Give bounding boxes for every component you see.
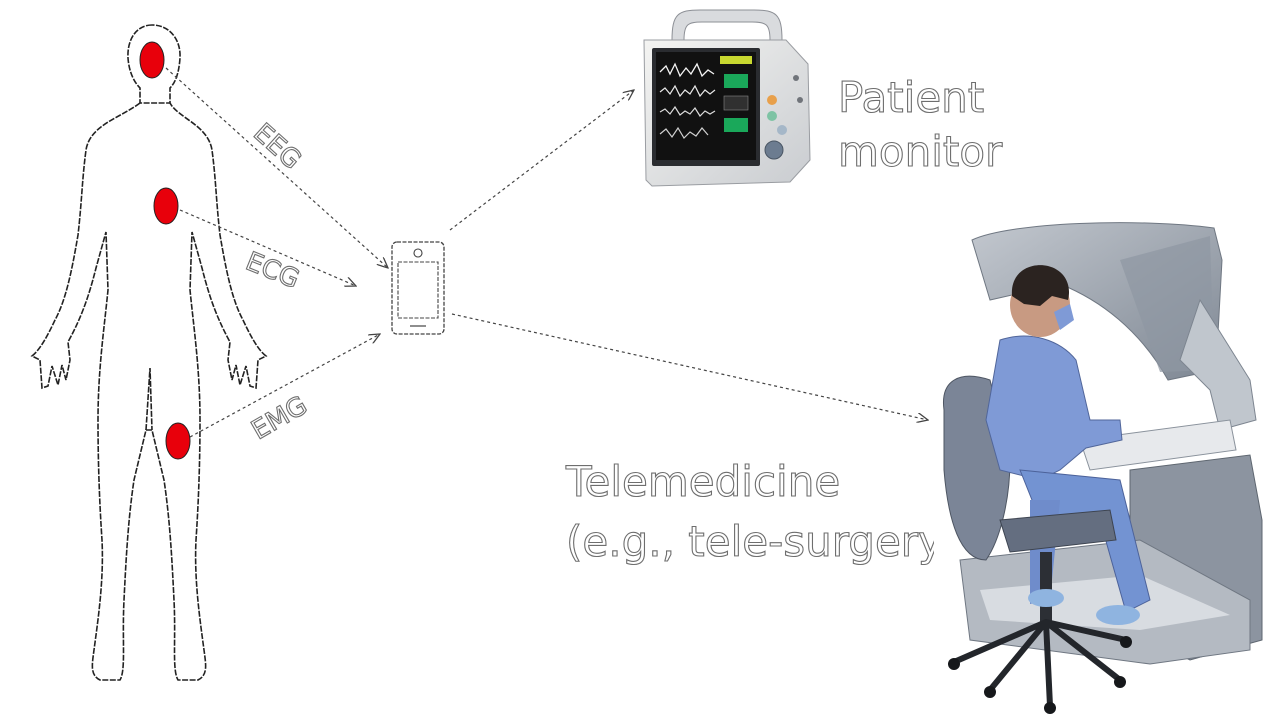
patient-monitor-label-line1: Patient — [838, 73, 984, 122]
emg-arrow — [189, 334, 380, 438]
telemedicine-label-line1: Telemedicine — [565, 457, 840, 506]
sensor-arrows — [165, 67, 388, 438]
ecg-label: ECG — [241, 247, 303, 295]
smartphone-icon — [391, 241, 445, 335]
telemedicine-arrow — [451, 313, 928, 420]
sensor-markers — [139, 41, 191, 460]
monitor-arrow — [449, 90, 634, 231]
eeg-sensor — [139, 41, 165, 79]
telemedicine-label-line2: (e.g., tele-surgery) — [566, 517, 959, 566]
ecg-arrow — [179, 209, 356, 286]
patient-monitor-image — [643, 9, 811, 187]
emg-sensor — [165, 422, 191, 460]
emg-label: EMG — [247, 391, 313, 446]
eeg-label: EEG — [247, 118, 306, 176]
eeg-arrow — [165, 67, 388, 268]
human-body-outline — [30, 24, 268, 681]
patient-monitor-label-line2: monitor — [838, 127, 1003, 176]
ecg-sensor — [153, 187, 179, 225]
surgical-console-image — [934, 188, 1280, 720]
